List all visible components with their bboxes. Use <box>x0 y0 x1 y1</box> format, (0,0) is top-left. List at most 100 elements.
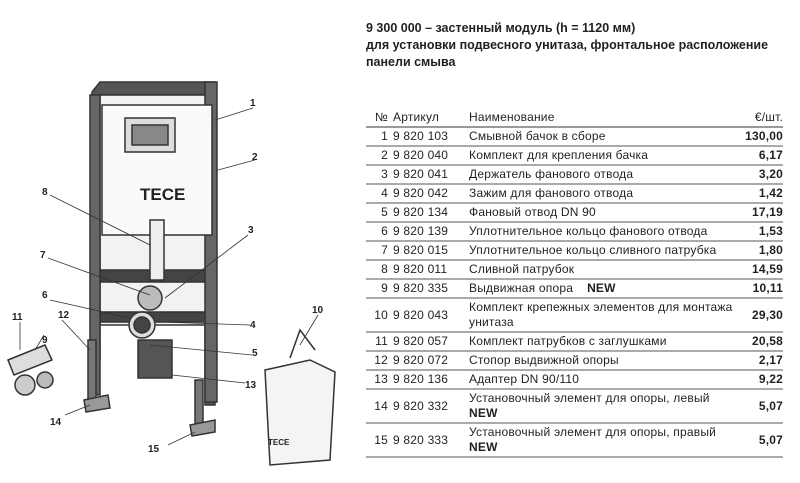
part-article: 9 820 332 <box>393 389 469 424</box>
part-name: Держатель фанового отвода <box>469 167 634 181</box>
part-name: Комплект крепежных элементов для монтажа… <box>469 300 733 329</box>
part-article: 9 820 043 <box>393 298 469 333</box>
part-price: 3,20 <box>745 165 783 185</box>
part-name: Установочный элемент для опоры, левый <box>469 391 710 405</box>
part-price: 130,00 <box>745 127 783 147</box>
part-name-cell: Уплотнительное кольцо фанового отвода <box>469 222 746 242</box>
part-no: 14 <box>366 389 393 424</box>
header-article: Артикул <box>393 108 469 128</box>
part-price: 29,30 <box>745 298 783 333</box>
header-name: Наименование <box>469 108 746 128</box>
part-price: 1,53 <box>745 222 783 242</box>
svg-text:4: 4 <box>250 320 256 331</box>
svg-text:6: 6 <box>42 290 48 301</box>
part-name-cell: Стопор выдвижной опоры <box>469 351 746 371</box>
part-no: 8 <box>366 260 393 280</box>
svg-text:15: 15 <box>148 444 160 455</box>
svg-text:5: 5 <box>252 348 258 359</box>
svg-text:2: 2 <box>252 152 258 163</box>
part-article: 9 820 136 <box>393 370 469 390</box>
part-article: 9 820 057 <box>393 332 469 352</box>
part-price: 9,22 <box>745 370 783 390</box>
part-name: Сливной патрубок <box>469 262 575 276</box>
new-badge: NEW <box>587 281 616 295</box>
svg-text:TECE: TECE <box>268 438 290 447</box>
part-article: 9 820 011 <box>393 260 469 280</box>
part-article: 9 820 072 <box>393 351 469 371</box>
part-price: 1,80 <box>745 241 783 261</box>
part-name: Фановый отвод DN 90 <box>469 205 596 219</box>
part-price: 14,59 <box>745 260 783 280</box>
part-name-cell: Зажим для фанового отвода <box>469 184 746 204</box>
part-article: 9 820 134 <box>393 203 469 223</box>
part-name-cell: Выдвижная опора NEW <box>469 279 746 299</box>
part-no: 4 <box>366 184 393 204</box>
part-price: 2,17 <box>745 351 783 371</box>
part-article: 9 820 040 <box>393 146 469 166</box>
part-name: Комплект для крепления бачка <box>469 148 649 162</box>
part-article: 9 820 333 <box>393 423 469 458</box>
part-no: 10 <box>366 298 393 333</box>
svg-text:8: 8 <box>42 187 48 198</box>
title-line-2: для установки подвесного унитаза, фронта… <box>366 38 769 69</box>
part-no: 15 <box>366 423 393 458</box>
svg-text:9: 9 <box>42 335 48 346</box>
svg-text:3: 3 <box>248 225 254 236</box>
part-name: Уплотнительное кольцо сливного патрубка <box>469 243 717 257</box>
part-name-cell: Смывной бачок в сборе <box>469 127 746 147</box>
part-article: 9 820 015 <box>393 241 469 261</box>
part-name: Зажим для фанового отвода <box>469 186 634 200</box>
part-name: Выдвижная опора <box>469 281 574 295</box>
part-article: 9 820 041 <box>393 165 469 185</box>
svg-text:1: 1 <box>250 98 256 109</box>
part-price: 5,07 <box>745 389 783 424</box>
part-no: 6 <box>366 222 393 242</box>
part-name-cell: Уплотнительное кольцо сливного патрубка <box>469 241 746 261</box>
header-price: €/шт. <box>745 108 783 128</box>
part-name-cell: Комплект патрубков с заглушками <box>469 332 746 352</box>
part-name-cell: Сливной патрубок <box>469 260 746 280</box>
part-no: 2 <box>366 146 393 166</box>
svg-text:10: 10 <box>312 305 324 316</box>
part-name-cell: Адаптер DN 90/110 <box>469 370 746 390</box>
svg-text:12: 12 <box>58 310 70 321</box>
part-name: Установочный элемент для опоры, правый <box>469 425 717 439</box>
part-no: 1 <box>366 127 393 147</box>
part-name-cell: Держатель фанового отвода <box>469 165 746 185</box>
part-name-cell: Фановый отвод DN 90 <box>469 203 746 223</box>
part-price: 5,07 <box>745 423 783 458</box>
part-name: Смывной бачок в сборе <box>469 129 606 143</box>
part-article: 9 820 103 <box>393 127 469 147</box>
tece-logo: TECE <box>140 185 185 204</box>
part-price: 17,19 <box>745 203 783 223</box>
new-badge: NEW <box>469 406 498 420</box>
part-name: Уплотнительное кольцо фанового отвода <box>469 224 708 238</box>
part-price: 1,42 <box>745 184 783 204</box>
title-line-1: 9 300 000 – застенный модуль (h = 1120 м… <box>366 21 636 35</box>
part-name: Комплект патрубков с заглушками <box>469 334 667 348</box>
svg-text:11: 11 <box>12 312 23 323</box>
part-name: Стопор выдвижной опоры <box>469 353 619 367</box>
part-name-cell: Комплект крепежных элементов для монтажа… <box>469 298 746 333</box>
part-no: 9 <box>366 279 393 299</box>
part-article: 9 820 042 <box>393 184 469 204</box>
part-price: 10,11 <box>745 279 783 299</box>
part-name: Адаптер DN 90/110 <box>469 372 580 386</box>
document-title: 9 300 000 – застенный модуль (h = 1120 м… <box>366 20 786 71</box>
svg-text:14: 14 <box>50 417 62 428</box>
